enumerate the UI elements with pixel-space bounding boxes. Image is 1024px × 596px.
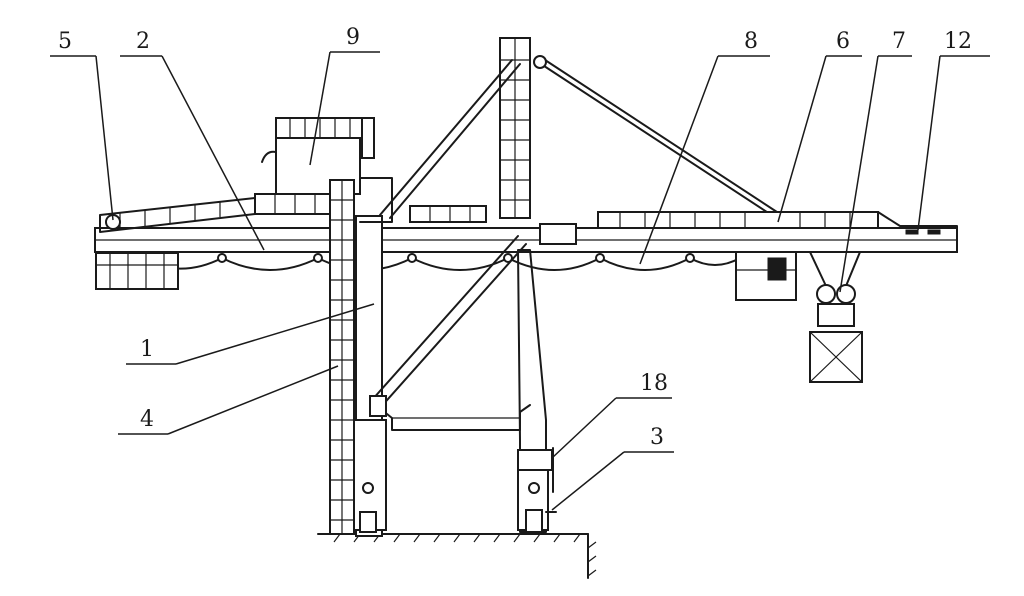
callout-7: 7 xyxy=(892,29,906,54)
callout-12: 12 xyxy=(944,29,972,54)
callout-18: 18 xyxy=(640,371,668,396)
callout-5: 5 xyxy=(58,29,72,54)
cab-9 xyxy=(261,117,375,195)
boom-girder xyxy=(94,227,958,271)
left-walkway xyxy=(95,193,341,290)
callout-6: 6 xyxy=(836,29,850,54)
callout-1: 1 xyxy=(140,337,154,362)
callout-4: 4 xyxy=(140,407,154,432)
ground-hatching xyxy=(333,533,597,577)
callout-9: 9 xyxy=(346,25,360,50)
left-column xyxy=(353,215,387,537)
upper-walkway xyxy=(359,177,487,223)
leader-lines xyxy=(50,51,990,511)
callout-3: 3 xyxy=(650,425,664,450)
portal-beam xyxy=(369,235,531,431)
mast xyxy=(379,37,781,226)
left-ladder-4 xyxy=(329,179,355,535)
callout-2: 2 xyxy=(136,29,150,54)
grab-7 xyxy=(809,251,863,383)
callout-8: 8 xyxy=(744,29,758,54)
right-column xyxy=(517,249,557,533)
left-platform xyxy=(95,252,179,290)
right-walkway xyxy=(539,211,958,245)
quay-ground xyxy=(317,533,597,579)
trolley-6 xyxy=(735,251,797,301)
machinery-box xyxy=(539,223,577,245)
